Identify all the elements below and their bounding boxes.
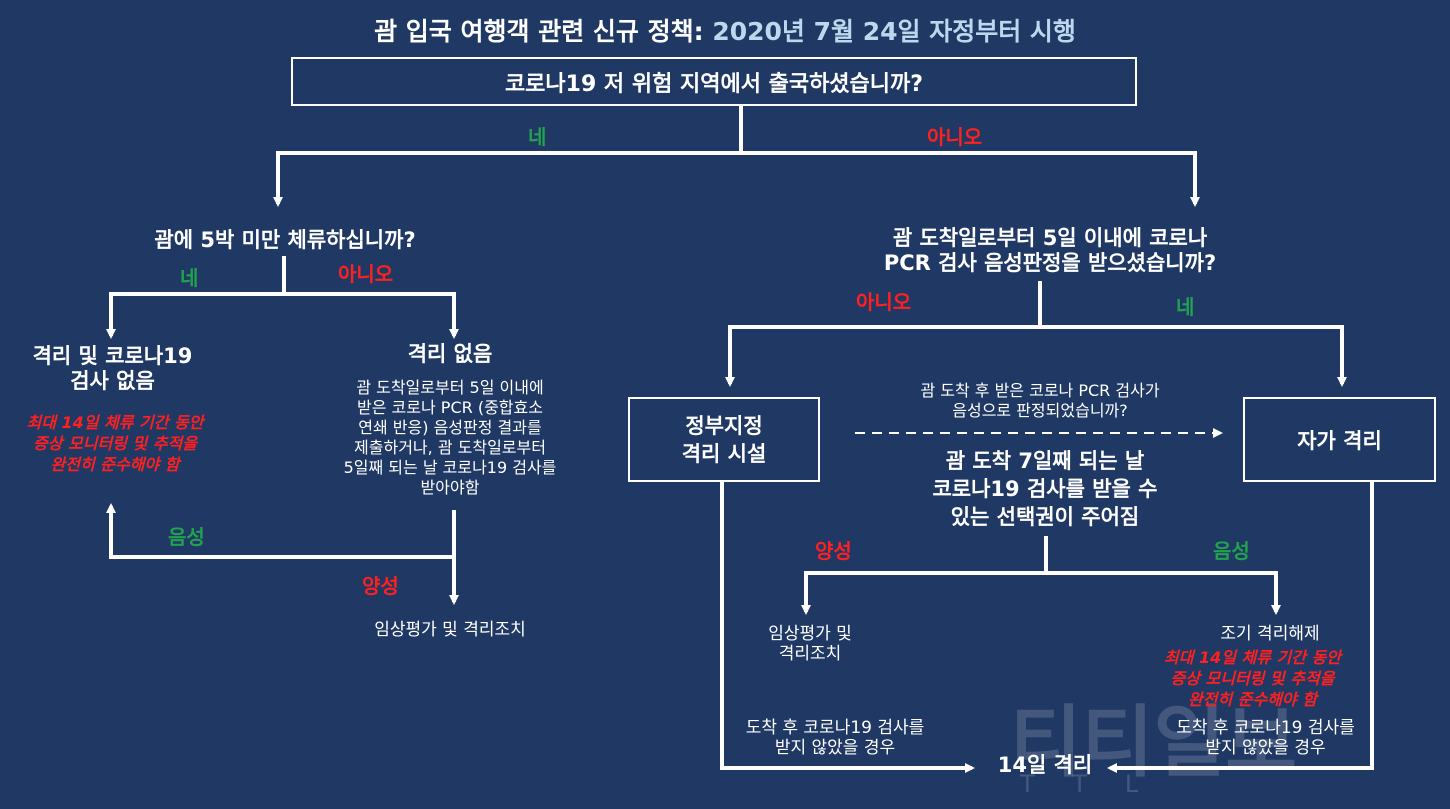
- no-quarantine-line1: 격리 및 코로나19: [32, 344, 193, 368]
- detail-line-6: 받아야함: [420, 478, 480, 497]
- label-positive-left: 양성: [362, 574, 399, 598]
- monitor-note-left-line1: 최대 14일 체류 기간 동안: [26, 413, 204, 432]
- clinical-eval-left: 임상평가 및 격리조치: [374, 620, 526, 640]
- detail-line-5: 5일째 되는 날 코로나19 검사를: [343, 458, 557, 477]
- no-quarantine-no-test: 격리 및 코로나19 검사 없음: [10, 344, 215, 394]
- label-negative-left: 음성: [168, 525, 205, 549]
- monitor-note-left-line3: 완전히 준수해야 함: [50, 455, 180, 474]
- option-line3: 있는 선택권이 주어짐: [950, 505, 1140, 529]
- option-line2: 코로나19 검사를 받을 수: [932, 477, 1158, 501]
- monitor-note-right-line3: 완전히 준수해야 함: [1188, 690, 1317, 709]
- question-stay-length: 괌에 5박 미만 체류하십니까?: [154, 228, 416, 252]
- question-pcr-line2: PCR 검사 음성판정을 받으셨습니까?: [883, 251, 1217, 275]
- detail-line-2: 받은 코로나 PCR (중합효소: [357, 398, 543, 417]
- clinical-right-line1: 임상평가 및: [768, 624, 852, 644]
- monitor-note-right: 최대 14일 체류 기간 동안 증상 모니터링 및 추적을 완전히 준수해야 함: [1140, 647, 1365, 710]
- label-no-left: 아니오: [338, 262, 394, 286]
- not-tested-right-line2: 받지 않았을 경우: [1205, 738, 1326, 758]
- monitor-note-right-line1: 최대 14일 체류 기간 동안: [1163, 648, 1342, 667]
- dashed-note: 괌 도착 후 받은 코로나 PCR 검사가 음성으로 판정되었습니까?: [870, 381, 1210, 421]
- gov-facility-line1: 정부지정: [685, 413, 763, 438]
- no-quarantine-title: 격리 없음: [407, 342, 493, 366]
- label-yes-left: 네: [180, 266, 199, 290]
- clinical-right-line2: 격리조치: [778, 644, 842, 664]
- monitor-note-right-line2: 증상 모니터링 및 추적을: [1170, 669, 1335, 688]
- no-quarantine-line2: 검사 없음: [70, 369, 155, 393]
- not-tested-right-line1: 도착 후 코로나19 검사를: [1176, 718, 1355, 738]
- watermark-sub: TTL: [1020, 770, 1177, 798]
- day7-test-option: 괌 도착 7일째 되는 날 코로나19 검사를 받을 수 있는 선택권이 주어짐: [870, 447, 1220, 531]
- label-negative-right: 음성: [1213, 539, 1250, 563]
- gov-facility-line2: 격리 시설: [681, 441, 767, 466]
- monitor-note-left: 최대 14일 체류 기간 동안 증상 모니터링 및 추적을 완전히 준수해야 함: [5, 412, 225, 475]
- label-no-top: 아니오: [927, 125, 983, 149]
- self-quarantine-text: 자가 격리: [1297, 428, 1382, 453]
- question-pcr-line1: 괌 도착일로부터 5일 이내에 코로나: [892, 226, 1208, 250]
- fourteen-day-quarantine: 14일 격리: [997, 753, 1093, 777]
- monitor-note-left-line2: 증상 모니터링 및 추적을: [33, 434, 197, 453]
- label-yes-top: 네: [528, 125, 547, 149]
- page-title: 괌 입국 여행객 관련 신규 정책: 2020년 7월 24일 자정부터 시행: [0, 16, 1450, 48]
- watermark-logo: 티티일보: [1010, 698, 1298, 788]
- label-positive-right: 양성: [815, 539, 852, 563]
- not-tested-left-line1: 도착 후 코로나19 검사를: [745, 718, 925, 738]
- dashed-note-line2: 음성으로 판정되었습니까?: [952, 401, 1128, 420]
- self-quarantine-box: 자가 격리: [1243, 397, 1436, 482]
- no-quarantine-detail: 괌 도착일로부터 5일 이내에 받은 코로나 PCR (중합효소 연쇄 반응) …: [300, 378, 600, 498]
- early-release: 조기 격리해제: [1220, 624, 1320, 644]
- gov-facility-box: 정부지정 격리 시설: [628, 397, 820, 482]
- detail-line-3: 연쇄 반응) 음성판정 결과를: [358, 418, 542, 437]
- title-prefix: 괌 입국 여행객 관련 신규 정책:: [374, 17, 704, 46]
- not-tested-left-line2: 받지 않았을 경우: [774, 738, 896, 758]
- detail-line-4: 제출하거나, 괌 도착일로부터: [354, 438, 546, 457]
- title-date: 2020년 7월 24일 자정부터 시행: [712, 17, 1076, 46]
- detail-line-1: 괌 도착일로부터 5일 이내에: [356, 378, 544, 397]
- dashed-note-line1: 괌 도착 후 받은 코로나 PCR 검사가: [920, 381, 1160, 400]
- question-low-risk-box: 코로나19 저 위험 지역에서 출국하셨습니까?: [291, 57, 1137, 106]
- not-tested-left: 도착 후 코로나19 검사를 받지 않았을 경우: [725, 718, 945, 758]
- question-pcr-negative: 괌 도착일로부터 5일 이내에 코로나 PCR 검사 음성판정을 받으셨습니까?: [820, 226, 1280, 276]
- label-no-right: 아니오: [856, 290, 912, 314]
- clinical-eval-right: 임상평가 및 격리조치: [740, 624, 880, 664]
- label-yes-right: 네: [1176, 295, 1195, 319]
- option-line1: 괌 도착 7일째 되는 날: [945, 449, 1145, 473]
- question-low-risk-text: 코로나19 저 위험 지역에서 출국하셨습니까?: [504, 71, 924, 97]
- not-tested-right: 도착 후 코로나19 검사를 받지 않았을 경우: [1158, 718, 1373, 758]
